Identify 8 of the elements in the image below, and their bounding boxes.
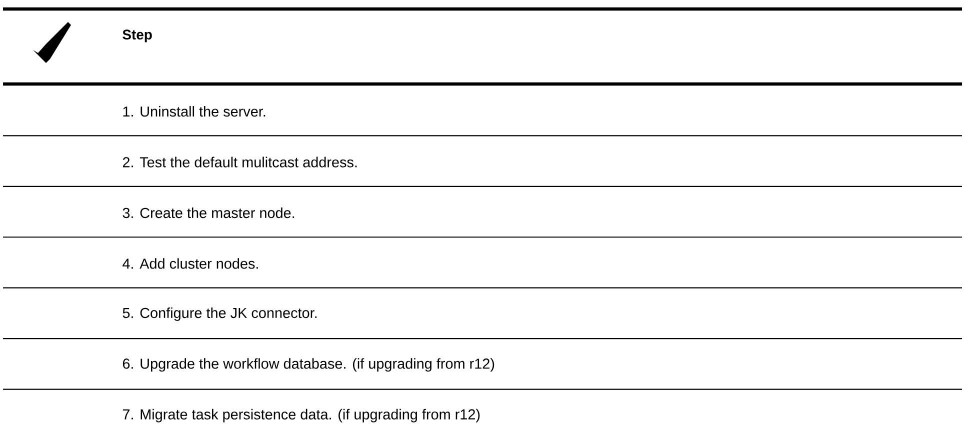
step-text: 4. Add cluster nodes. [122,258,258,269]
step-text: 2. Test the default mulitcast address. [122,156,357,168]
step-text: 6. Upgrade the workflow database. (if upgrading from r12) [122,358,494,372]
step-text: 1. Uninstall the server. [123,106,266,117]
step-text: 7. Migrate task persistence data. (if upgrading from r12) [122,408,480,422]
step-text: 3. Create the master node. [122,207,294,218]
step-text: 5. Configure the JK connector. [122,307,317,321]
column-header: Step [122,30,152,42]
